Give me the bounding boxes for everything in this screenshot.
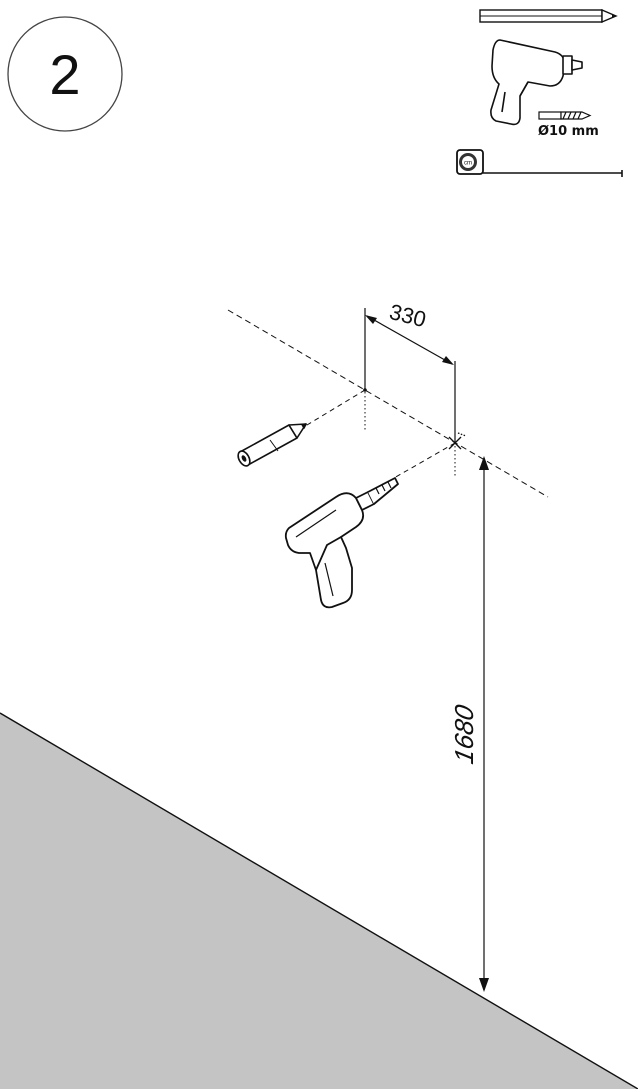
drill-bit-icon — [538, 111, 592, 120]
pencil-guide-line — [301, 389, 366, 429]
tape-measure-unit: cm — [464, 161, 472, 167]
drill-icon — [490, 39, 583, 126]
pencil-tool — [237, 423, 307, 467]
mark-point-b — [448, 432, 467, 450]
drill-guide-line — [393, 442, 456, 479]
dimension-1680 — [479, 456, 489, 992]
step-circle — [7, 16, 123, 132]
drill-tool — [284, 477, 399, 609]
mark-point-a — [363, 388, 367, 392]
dimension-330 — [364, 308, 456, 443]
height-label: 1680 — [449, 702, 479, 767]
step-number: 2 — [49, 42, 81, 106]
drill-bit-size-label: Ø10 mm — [538, 124, 599, 139]
level-line — [227, 309, 549, 498]
pencil-icon — [479, 8, 618, 24]
tape-measure-icon — [456, 149, 623, 177]
floor-wall-edge — [0, 712, 638, 1089]
